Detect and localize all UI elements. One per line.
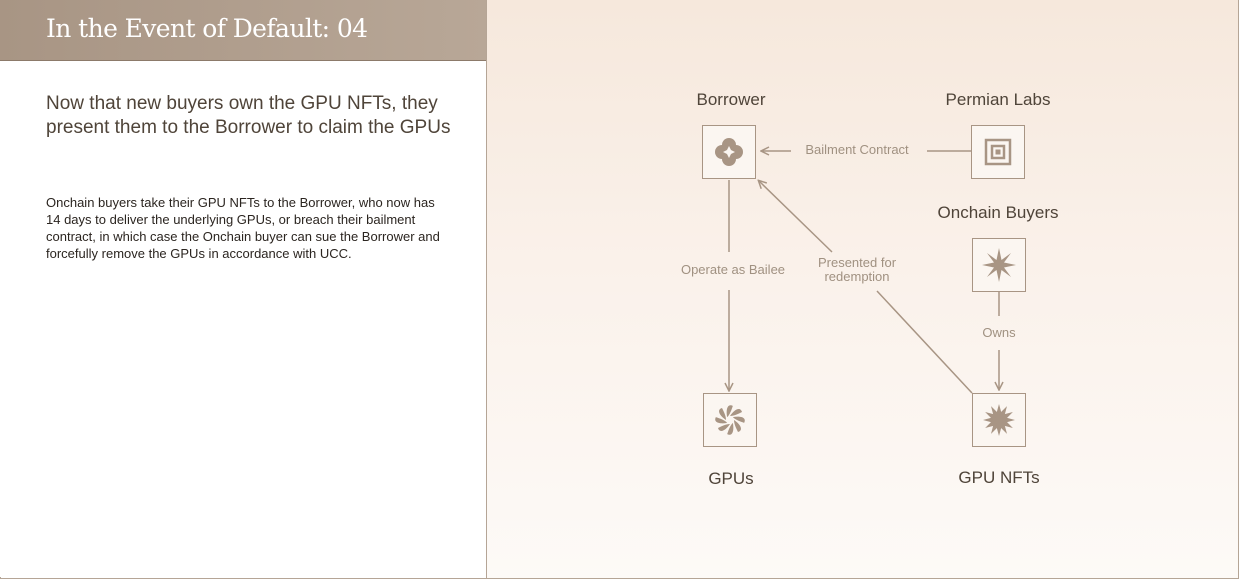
title-bar: In the Event of Default: 04: [0, 0, 486, 61]
node-gpu-nfts: [972, 393, 1026, 447]
edge-label-bailee: Operate as Bailee: [680, 262, 786, 277]
node-label-borrower: Borrower: [696, 90, 766, 109]
panel-divider: [486, 0, 487, 579]
node-borrower: [702, 125, 756, 179]
node-label-onchain-buyers: Onchain Buyers: [937, 203, 1059, 222]
edge-label-redemption-line2: redemption: [824, 269, 890, 284]
edge-redemption-lower: [876, 290, 973, 394]
node-gpus: [703, 393, 757, 447]
headline: Now that new buyers own the GPU NFTs, th…: [46, 93, 451, 138]
page-title: In the Event of Default: 04: [46, 14, 368, 43]
clover-icon: [715, 138, 743, 166]
diagram-panel: Borrower Permian Labs Onchain Buyers GPU…: [487, 0, 1238, 578]
edge-label-redemption-line1: Presented for: [817, 255, 897, 270]
body-text: Onchain buyers take their GPU NFTs to th…: [46, 195, 440, 261]
node-label-gpus: GPUs: [708, 469, 754, 488]
edge-redemption-upper: [759, 181, 833, 253]
starburst-icon: [982, 248, 1016, 282]
node-permian-labs: [971, 125, 1025, 179]
swirl-flower-icon: [715, 405, 745, 435]
node-onchain-buyers: [972, 238, 1026, 292]
diagram-edges: [487, 0, 1238, 394]
edge-label-bailment: Bailment Contract: [805, 142, 909, 157]
node-label-gpu-nfts: GPU NFTs: [958, 468, 1040, 487]
left-panel: In the Event of Default: 04 Now that new…: [0, 0, 486, 577]
node-label-permian-labs: Permian Labs: [945, 90, 1051, 109]
spiky-flower-icon: [983, 404, 1015, 436]
edge-label-owns: Owns: [982, 325, 1016, 340]
nested-square-icon: [984, 138, 1012, 166]
